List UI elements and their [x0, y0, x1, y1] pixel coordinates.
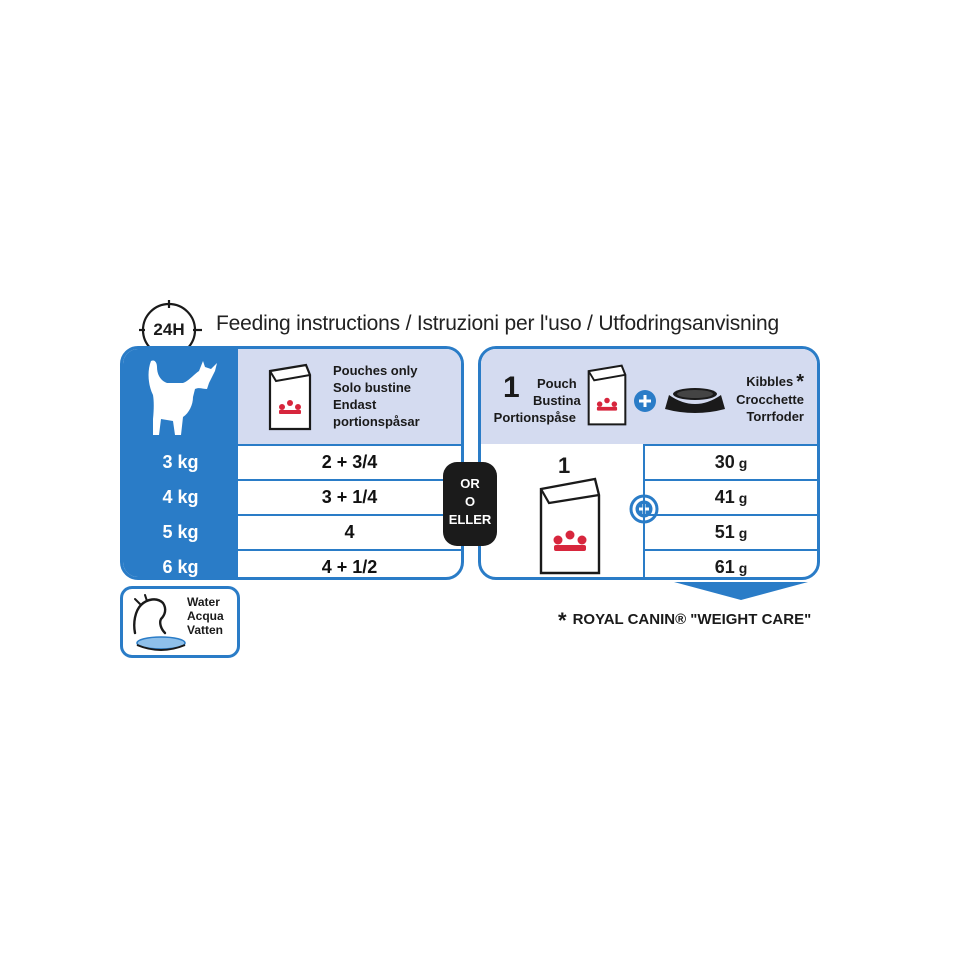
water-bowl-icon: [133, 594, 186, 651]
plus-icon: [634, 390, 656, 412]
pouch-count: 1: [503, 371, 520, 404]
pouch-icon: [268, 363, 312, 431]
grams-unit: g: [738, 455, 748, 471]
page-title: Feeding instructions / Istruzioni per l'…: [216, 312, 779, 335]
weight-cell: 3 kg: [123, 446, 238, 479]
cat-silhouette-icon: [148, 360, 217, 435]
mixed-feeding-table: 1 Pouch Bustina Portionspåse Kibbles* Cr…: [478, 346, 820, 580]
or-label-it: O: [464, 494, 476, 509]
arrow-down-icon: [674, 582, 808, 600]
grams-value: 61: [714, 557, 735, 577]
amount-cell: 4 + 1/2: [321, 557, 378, 577]
pouches-label-sv-2: portionspåsar: [333, 414, 420, 429]
table-row: 5 kg 4: [123, 516, 461, 549]
grams-value: 41: [714, 487, 735, 507]
clock-label: 24H: [153, 320, 185, 339]
or-badge: OR O ELLER: [443, 462, 497, 546]
amount-cell: 3 + 1/4: [321, 487, 378, 507]
pouch-label-en: Pouch: [536, 376, 577, 391]
cat-header-cell: [123, 349, 238, 444]
kibbles-label-sv: Torrfoder: [746, 409, 804, 424]
table-row: 3 kg 2 + 3/4: [123, 446, 461, 479]
pouch-label-it: Bustina: [533, 393, 581, 408]
amount-cell: 4: [344, 522, 355, 542]
clock-icon: [139, 300, 202, 360]
weight-cell: 5 kg: [123, 516, 238, 549]
grams-unit: g: [738, 490, 748, 506]
pouch-label-sv: Portionspåse: [493, 410, 577, 425]
grams-value: 30: [714, 452, 735, 472]
footnote-text: ROYAL CANIN® "WEIGHT CARE": [572, 611, 812, 628]
grams-unit: g: [738, 560, 748, 576]
pouches-header-cell: Pouches only Solo bustine Endast portion…: [238, 349, 461, 444]
water-label-en: Water: [187, 595, 220, 609]
kibbles-asterisk: *: [796, 371, 804, 393]
or-label-sv: ELLER: [448, 512, 492, 527]
table-row: 4 kg 3 + 1/4: [123, 481, 461, 514]
pouch-icon: [587, 364, 627, 426]
water-label-it: Acqua: [187, 609, 224, 623]
kibbles-label-it: Crocchette: [736, 392, 804, 407]
pouches-label-it: Solo bustine: [333, 380, 411, 395]
footnote-asterisk: *: [558, 608, 567, 633]
or-label-en: OR: [460, 476, 480, 491]
pouches-label-en: Pouches only: [333, 363, 418, 378]
pouches-only-table: Pouches only Solo bustine Endast portion…: [120, 346, 464, 580]
grams-value: 51: [714, 522, 735, 542]
footnote: * ROYAL CANIN® "WEIGHT CARE": [558, 608, 811, 634]
water-label-sv: Vatten: [187, 623, 224, 637]
grams-unit: g: [738, 525, 748, 541]
amount-cell: 2 + 3/4: [321, 452, 378, 472]
kibbles-label-en: Kibbles: [746, 374, 794, 389]
pouch-icon: [539, 477, 601, 575]
mixed-pouch-count: 1: [558, 453, 571, 478]
weight-cell: 6 kg: [123, 551, 238, 577]
water-box: Water Acqua Vatten: [120, 586, 240, 658]
table-row: 6 kg 4 + 1/2: [123, 551, 461, 577]
kibble-bowl-icon: [665, 388, 725, 413]
weight-cell: 4 kg: [123, 481, 238, 514]
pouches-label-sv-1: Endast: [333, 397, 377, 412]
